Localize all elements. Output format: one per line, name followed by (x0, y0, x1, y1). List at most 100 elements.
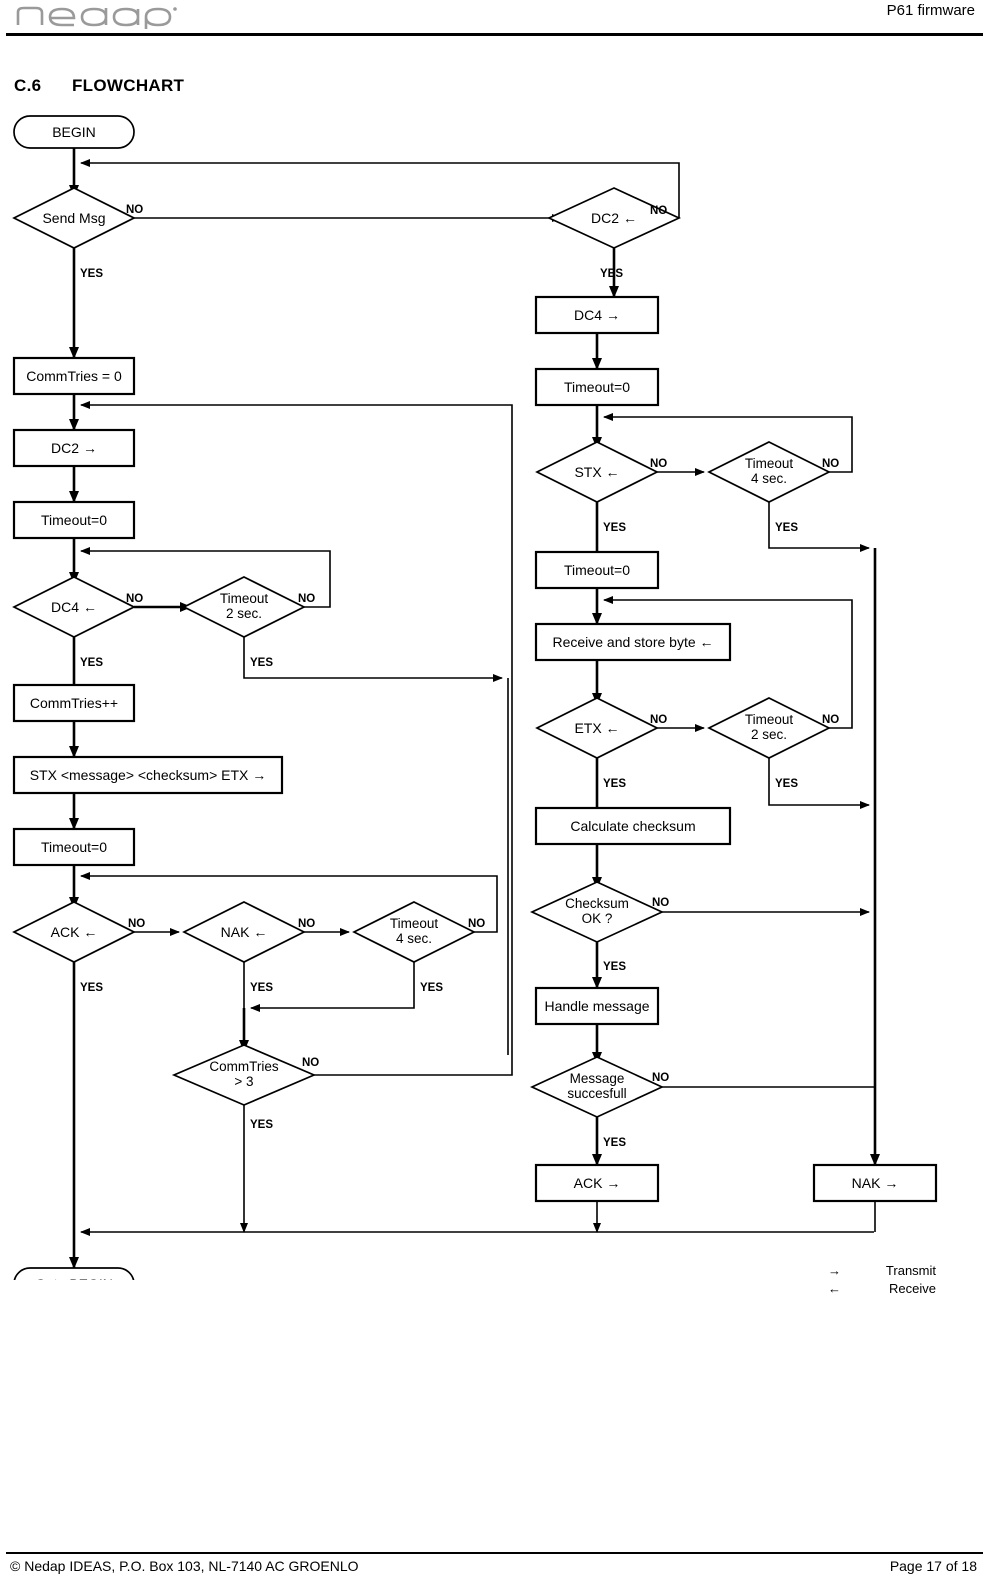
node-stx-rx: STX ← (535, 441, 659, 503)
branch-label-etxrx-yes: YES (603, 778, 626, 790)
branch-label-dc2rx-no: NO (650, 205, 667, 217)
node-send-msg-label: Send Msg (42, 210, 105, 226)
edge-timeout2sl-yes-rail (243, 637, 503, 682)
flowchart-diagram: BEGIN Send Msg NO YES CommTries = 0 DC2 … (12, 115, 938, 1280)
node-checksum-ok-line1: Checksum (565, 896, 629, 911)
edge-timeout4sr-no-loop (603, 413, 853, 473)
node-timeout-zero-1: Timeout=0 (12, 500, 136, 540)
node-goto-begin-label: Goto BEGIN (35, 1276, 113, 1280)
node-dc4-tx: DC4 → (534, 295, 660, 335)
edge-commtriesgt3-no-loop (80, 401, 513, 1076)
branch-label-stxrx-no: NO (650, 458, 667, 470)
node-etx-rx-label: ETX ← (574, 720, 619, 736)
node-commtries-gt3: CommTries > 3 (171, 1044, 317, 1106)
node-timeout-4sec-right-line1: Timeout (745, 456, 794, 471)
node-timeout-2sec-left-line1: Timeout (220, 591, 269, 606)
node-timeout-4sec-right-line2: 4 sec. (751, 471, 787, 486)
node-ack-rx: ACK ← (12, 901, 136, 963)
node-commtries-gt3-line1: CommTries (209, 1059, 278, 1074)
node-message-success: Message succesfull (529, 1056, 665, 1118)
edge-timeout2sr-yes-rail (768, 758, 870, 809)
node-dc4-rx-label: DC4 ← (51, 599, 97, 615)
node-timeout-2sec-left-line2: 2 sec. (226, 606, 262, 621)
branch-label-ackrx-yes: YES (80, 982, 103, 994)
footer-page-number: Page 17 of 18 (889, 1558, 977, 1574)
node-receive-byte-label: Receive and store byte ← (552, 634, 713, 650)
edge-dc2rx-no-loop (80, 159, 680, 218)
node-timeout-4sec-left-line1: Timeout (390, 916, 439, 931)
branch-label-timeout4sr-no: NO (822, 458, 839, 470)
legend-transmit-label: Transmit (885, 1263, 936, 1278)
node-timeout-zero-2: Timeout=0 (12, 827, 136, 867)
legend-receive-label: Receive (889, 1281, 936, 1296)
section-number: C.6 (14, 76, 42, 95)
branch-label-stxrx-yes: YES (603, 522, 626, 534)
edge-timeout4sr-yes-rail (768, 502, 870, 552)
header-rule (6, 33, 983, 36)
node-dc4-rx: DC4 ← (12, 576, 136, 638)
node-calc-checksum-label: Calculate checksum (570, 818, 695, 834)
branch-label-nakrx-no: NO (298, 918, 315, 930)
node-timeout-zero-1-label: Timeout=0 (41, 512, 107, 528)
node-checksum-ok-line2: OK ? (582, 911, 613, 926)
page-title: FLOWCHART (72, 76, 185, 95)
node-timeout-zero-3-label: Timeout=0 (564, 379, 630, 395)
branch-label-timeout2sl-yes: YES (250, 657, 273, 669)
branch-label-sendmsg-yes: YES (80, 268, 103, 280)
legend-row-receive: ←Receive (828, 1280, 936, 1298)
branch-label-commtriesgt3-no: NO (302, 1057, 319, 1069)
footer-rule (6, 1552, 983, 1554)
branch-label-dc4rx-no: NO (126, 593, 143, 605)
node-checksum-ok: Checksum OK ? (529, 881, 665, 943)
branch-label-checksumok-yes: YES (603, 961, 626, 973)
document-title: P61 firmware (886, 2, 975, 19)
node-calc-checksum: Calculate checksum (534, 806, 732, 846)
branch-label-nakrx-yes: YES (250, 982, 273, 994)
node-commtries-gt3-line2: > 3 (234, 1074, 253, 1089)
branch-label-commtriesgt3-yes: YES (250, 1119, 273, 1131)
node-timeout-2sec-right-line2: 2 sec. (751, 727, 787, 742)
branch-label-checksumok-no: NO (652, 897, 669, 909)
node-timeout-2sec-right-line1: Timeout (745, 712, 794, 727)
transmit-arrow-icon: → (828, 1263, 841, 1278)
node-ack-tx: ACK → (534, 1163, 660, 1203)
branch-label-timeout2sr-yes: YES (775, 778, 798, 790)
node-send-msg: Send Msg (12, 187, 136, 249)
node-stx-message-etx: STX <message> <checksum> ETX → (12, 755, 284, 795)
node-etx-rx: ETX ← (535, 697, 659, 759)
node-begin: BEGIN (13, 115, 135, 149)
node-dc4-tx-label: DC4 → (574, 307, 620, 323)
branch-label-timeout4sl-yes: YES (420, 982, 443, 994)
node-receive-byte: Receive and store byte ← (534, 622, 732, 662)
node-begin-label: BEGIN (52, 124, 96, 140)
node-commtries-zero-label: CommTries = 0 (26, 368, 122, 384)
node-timeout-4sec-left: Timeout 4 sec. (352, 901, 476, 963)
node-dc2-tx: DC2 → (12, 428, 136, 468)
node-timeout-zero-2-label: Timeout=0 (41, 839, 107, 855)
branch-label-dc2rx-yes: YES (600, 268, 623, 280)
node-nak-tx: NAK → (812, 1163, 938, 1203)
node-nak-tx-label: NAK → (852, 1175, 899, 1191)
node-ack-rx-label: ACK ← (51, 924, 98, 940)
branch-label-ackrx-no: NO (128, 918, 145, 930)
edge-timeout2sr-no-loop (603, 596, 853, 729)
node-stx-rx-label: STX ← (574, 464, 619, 480)
legend: → Transmit ←Receive (828, 1262, 936, 1298)
node-message-success-line2: succesfull (567, 1086, 626, 1101)
branch-label-msgsuccess-no: NO (652, 1072, 669, 1084)
node-timeout-4sec-left-line2: 4 sec. (396, 931, 432, 946)
node-dc2-rx: DC2 ← (546, 187, 682, 249)
node-commtries-inc: CommTries++ (12, 683, 136, 723)
node-timeout-zero-3: Timeout=0 (534, 367, 660, 407)
node-timeout-zero-4-label: Timeout=0 (564, 562, 630, 578)
branch-label-timeout2sl-no: NO (298, 593, 315, 605)
node-timeout-2sec-left: Timeout 2 sec. (182, 576, 306, 638)
footer-copyright: © Nedap IDEAS, P.O. Box 103, NL-7140 AC … (10, 1558, 359, 1574)
node-commtries-zero: CommTries = 0 (12, 356, 136, 396)
branch-label-timeout4sl-no: NO (468, 918, 485, 930)
edge-timeout4sl-yes-join (250, 962, 415, 1012)
branch-label-timeout2sr-no: NO (822, 714, 839, 726)
edge-timeout2sl-no-loop (80, 547, 331, 608)
node-dc2-tx-label: DC2 → (51, 440, 97, 456)
